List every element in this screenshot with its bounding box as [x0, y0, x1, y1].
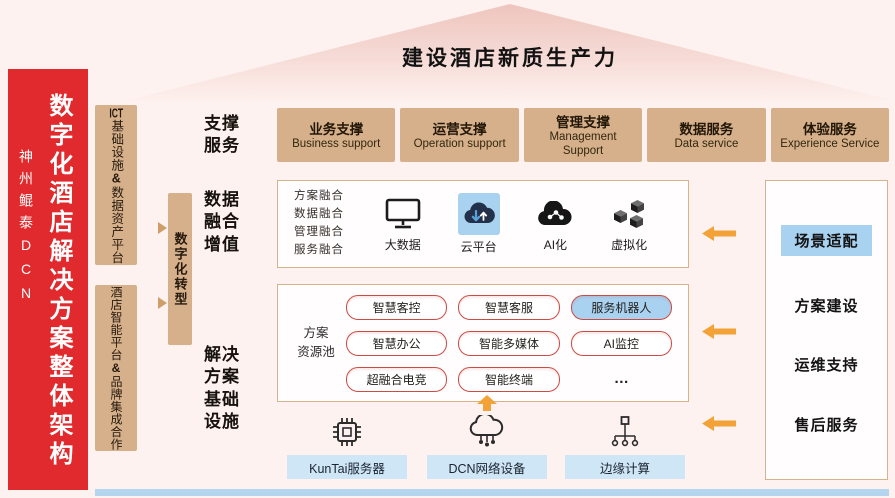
support-box-en: Management Support	[549, 131, 617, 157]
fusion-item-virtualization: 虚拟化	[611, 195, 647, 253]
cloud-sync-icon	[464, 202, 495, 223]
solution-pill: AI监控	[570, 330, 672, 356]
hotel-platform-label: 酒店智能平台&品牌集成合作	[109, 285, 123, 451]
service-item-scene: 场景适配	[781, 225, 872, 257]
arrow-right-icon	[158, 222, 173, 234]
cubes-icon	[611, 195, 647, 233]
hardware-dcn: DCN网络设备	[427, 411, 547, 479]
ampersand: &	[109, 360, 123, 376]
cloud-network-icon	[467, 411, 507, 449]
support-box-data: 数据服务 Data service	[647, 108, 766, 162]
monitor-icon	[385, 198, 421, 229]
edge-computing-icon	[608, 411, 642, 449]
cloud-sync-icon	[457, 193, 500, 235]
ai-cloud-icon	[538, 200, 572, 225]
fusion-item-label: 大数据	[384, 238, 421, 252]
fusion-item-ai: AI化	[536, 195, 574, 253]
fusion-item-bigdata: 大数据	[385, 195, 421, 253]
cloud-network-icon	[469, 415, 504, 447]
chip-icon	[333, 418, 361, 446]
service-item-ops: 运维支持	[794, 357, 859, 375]
resource-pool-label: 方案 资源池	[297, 326, 335, 359]
service-column: 场景适配 方案建设 运维支持 售后服务	[765, 180, 888, 480]
hardware-label: KunTai服务器	[287, 455, 407, 479]
ict-platform-label: ICT基础设施&数据资产平台	[109, 106, 124, 264]
support-box-business: 业务支撑 Business support	[277, 108, 396, 162]
arrow-left-icon	[702, 226, 736, 241]
roof-title: 建设酒店新质生产力	[402, 47, 618, 70]
solution-pill: 智能多媒体	[458, 330, 560, 356]
arrow-left-icon	[702, 416, 736, 431]
support-box-operation: 运营支撑 Operation support	[400, 108, 519, 162]
fusion-items: 大数据 云平台	[344, 193, 688, 255]
row-label-infra: 解决 方案 基础 设施	[204, 345, 240, 432]
service-item-aftersale: 售后服务	[794, 416, 859, 434]
digital-transform-label: 数字化转型	[172, 231, 188, 307]
solution-pill: 智能终端	[458, 366, 560, 392]
fusion-item-label: AI化	[543, 238, 568, 252]
support-box-zh: 管理支撑	[556, 115, 611, 131]
hardware-label: DCN网络设备	[427, 455, 547, 479]
data-fusion-panel: 方案融合 数据融合 管理融合 服务融合 大数据	[277, 180, 689, 268]
support-box-zh: 业务支撑	[309, 122, 364, 138]
ict-seg: 基础设施	[109, 119, 124, 171]
ict-seg: ICT	[109, 106, 124, 120]
support-box-en: Experience Service	[780, 138, 880, 151]
arrow-up-icon	[477, 395, 497, 416]
fusion-item-cloud: 云平台	[457, 193, 500, 255]
arrow-left-icon	[702, 324, 736, 339]
banner-subtitle: 神州鲲泰DCN	[18, 149, 34, 309]
left-banner: 数字化酒店解决方案整体架构 神州鲲泰DCN	[8, 69, 88, 490]
arrow-left-icon	[702, 416, 736, 436]
ict-platform-box: ICT基础设施&数据资产平台	[95, 105, 137, 265]
hardware-label: 边缘计算	[565, 455, 685, 479]
chip-icon	[330, 411, 364, 449]
support-box-experience: 体验服务 Experience Service	[770, 108, 890, 162]
arrow-right-icon	[158, 297, 173, 309]
edge-computing-icon	[611, 416, 639, 447]
solution-pill-grid: 智慧客控 智慧客服 服务机器人 智慧办公 智能多媒体 AI监控 超融合电竞 智能…	[346, 294, 672, 392]
hardware-kuntai: KunTai服务器	[287, 411, 407, 479]
solution-pill: 智慧客服	[458, 294, 560, 320]
support-box-zh: 数据服务	[679, 122, 734, 138]
monitor-icon	[385, 195, 421, 233]
ict-seg: 数据资产平台	[109, 185, 124, 264]
ai-cloud-icon	[536, 195, 574, 233]
solution-pill-ellipsis: …	[613, 369, 629, 387]
support-box-zh: 运营支撑	[432, 122, 487, 138]
solution-pill: 智慧办公	[346, 330, 448, 356]
support-services-row: 业务支撑 Business support 运营支撑 Operation sup…	[277, 108, 890, 162]
fusion-list: 方案融合 数据融合 管理融合 服务融合	[294, 190, 344, 256]
hotel-seg: 品牌集成合作	[109, 375, 123, 451]
fusion-item-label: 云平台	[460, 240, 497, 254]
row-label-fusion: 数据 融合 增值	[204, 190, 240, 254]
solution-pill: 超融合电竞	[346, 366, 448, 392]
hardware-edge: 边缘计算	[565, 411, 685, 479]
service-item-build: 方案建设	[794, 297, 859, 315]
support-box-zh: 体验服务	[802, 122, 857, 138]
digital-transform-box: 数字化转型	[168, 193, 192, 345]
support-box-en: Operation support	[413, 138, 506, 151]
cubes-icon	[614, 200, 645, 228]
support-box-management: 管理支撑 Management Support	[523, 108, 643, 162]
banner-title: 数字化酒店解决方案整体架构	[45, 93, 72, 470]
arrow-left-icon	[702, 226, 736, 246]
ampersand: &	[109, 171, 124, 186]
row-label-support: 支撑 服务	[204, 114, 240, 156]
fusion-item-label: 虚拟化	[611, 238, 648, 252]
solution-infra-panel: 方案 资源池 智慧客控 智慧客服 服务机器人 智慧办公 智能多媒体 AI监控 超…	[277, 284, 689, 402]
arrow-up-icon	[477, 395, 497, 411]
solution-pill-highlight: 服务机器人	[570, 294, 672, 320]
arrow-left-icon	[702, 324, 736, 344]
hotel-platform-box: 酒店智能平台&品牌集成合作	[95, 285, 137, 451]
bottom-bar	[95, 489, 889, 496]
solution-pill: 智慧客控	[346, 294, 448, 320]
support-box-en: Business support	[292, 138, 381, 151]
hotel-seg: 酒店智能平台	[109, 285, 123, 361]
support-box-en: Data service	[674, 138, 739, 151]
